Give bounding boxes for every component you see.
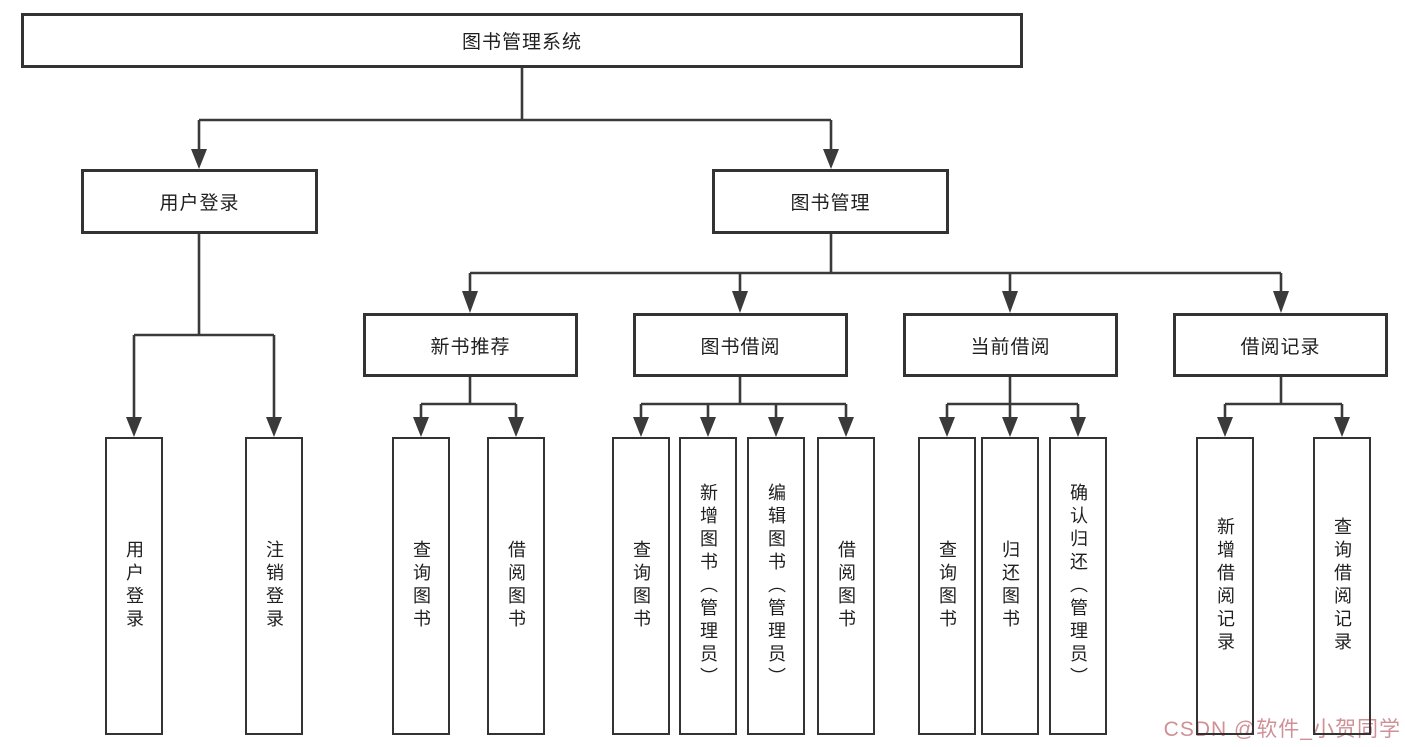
connector-userlogin-to-leaves (126, 234, 282, 437)
node-label: 借阅图书 (506, 540, 526, 632)
node-label: 图书管理系统 (461, 32, 582, 53)
node-leaf-user-login: 用户登录 (105, 437, 163, 735)
node-label: 新增借阅记录 (1215, 517, 1235, 655)
node-leaf-add-borrow-record: 新增借阅记录 (1196, 437, 1254, 735)
node-leaf-borrow-books-recommend: 借阅图书 (487, 437, 545, 735)
node-label: 查询借阅记录 (1332, 517, 1352, 655)
node-label: 用户登录 (124, 540, 144, 632)
node-label: 查询图书 (631, 540, 651, 632)
node-leaf-borrow-books: 借阅图书 (817, 437, 875, 735)
node-label: 图书管理 (790, 193, 871, 214)
node-label: 归还图书 (1000, 540, 1020, 632)
node-label: 用户登录 (159, 193, 240, 214)
node-book-borrow: 图书借阅 (633, 313, 848, 377)
node-label: 查询图书 (937, 540, 957, 632)
node-book-management: 图书管理 (712, 169, 949, 234)
connector-currentborrow-to-leaves (939, 377, 1086, 437)
node-leaf-logout: 注销登录 (245, 437, 303, 735)
node-new-book-recommend: 新书推荐 (363, 313, 578, 377)
node-leaf-add-book-admin: 新增图书（管理员） (679, 437, 737, 735)
node-leaf-edit-book-admin: 编辑图书（管理员） (747, 437, 805, 735)
node-label: 确认归还（管理员） (1068, 482, 1088, 690)
node-label: 注销登录 (264, 540, 284, 632)
connector-newbook-to-leaves (413, 377, 524, 437)
node-label: 当前借阅 (970, 336, 1051, 358)
node-label: 借阅图书 (836, 540, 856, 632)
node-leaf-query-borrow-record: 查询借阅记录 (1313, 437, 1371, 735)
node-leaf-return-books: 归还图书 (981, 437, 1039, 735)
node-label: 新书推荐 (430, 336, 511, 358)
node-leaf-query-books-borrow: 查询图书 (612, 437, 670, 735)
connector-root-to-level2 (191, 68, 839, 169)
node-leaf-query-books-current: 查询图书 (918, 437, 976, 735)
node-label: 借阅记录 (1240, 336, 1321, 358)
node-label: 图书借阅 (700, 336, 781, 358)
node-user-login: 用户登录 (81, 169, 318, 234)
node-borrow-records: 借阅记录 (1173, 313, 1388, 377)
node-leaf-query-books-recommend: 查询图书 (392, 437, 450, 735)
node-label: 新增图书（管理员） (698, 482, 718, 690)
node-library-management-system: 图书管理系统 (21, 13, 1023, 68)
connector-bookborrow-to-leaves (633, 377, 854, 437)
connector-bookmgmt-to-level3 (462, 234, 1289, 313)
node-current-borrow: 当前借阅 (903, 313, 1118, 377)
node-label: 编辑图书（管理员） (766, 482, 786, 690)
node-leaf-confirm-return-admin: 确认归还（管理员） (1049, 437, 1107, 735)
connector-borrowrecords-to-leaves (1217, 377, 1350, 437)
node-label: 查询图书 (411, 540, 431, 632)
